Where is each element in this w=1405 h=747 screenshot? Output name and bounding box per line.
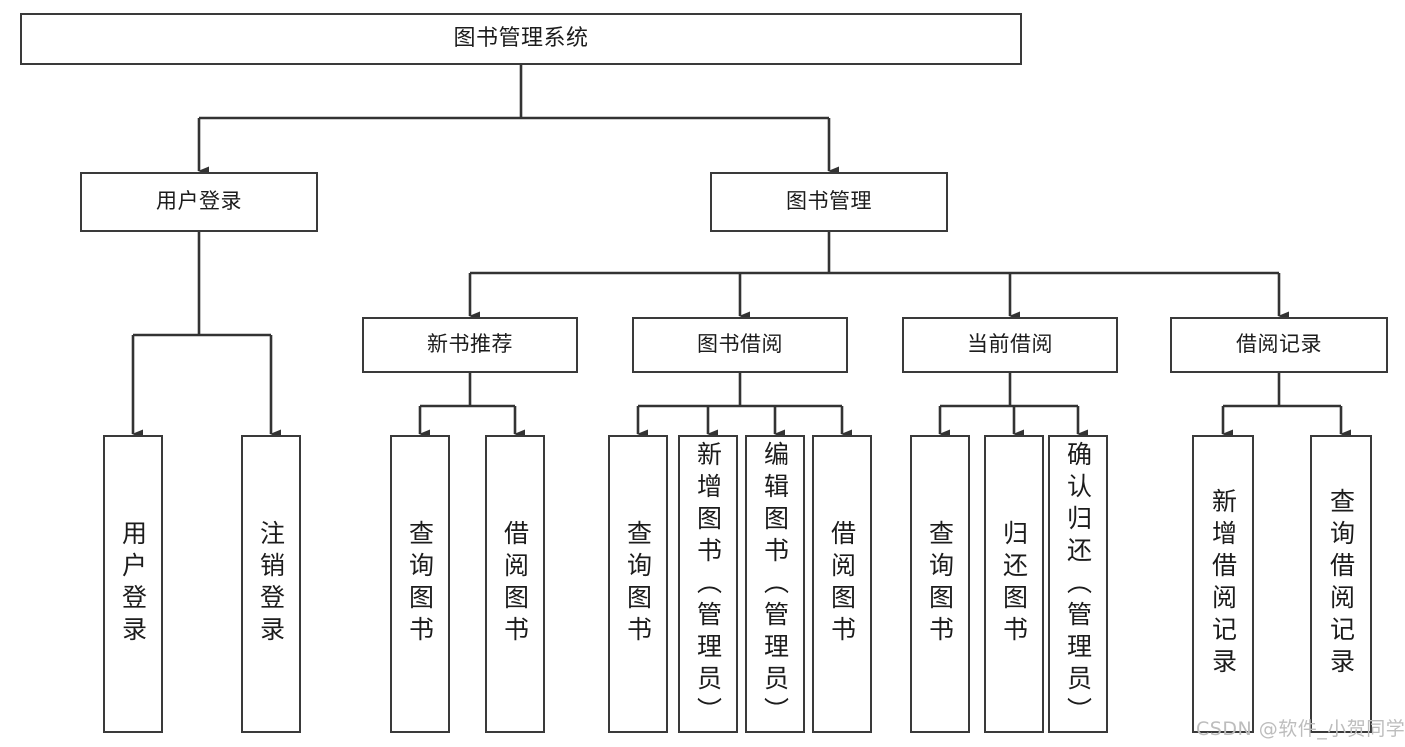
node-label: 查询借阅记录: [1326, 488, 1356, 680]
node-label: 用户登录: [118, 520, 148, 648]
node-book-manage: 图书管理: [710, 172, 948, 232]
node-leaf-add-record: 新增借阅记录: [1192, 435, 1254, 733]
node-borrow-record: 借阅记录: [1170, 317, 1388, 373]
node-label: 注销登录: [256, 520, 286, 648]
node-leaf-edit-book: 编辑图书（管理员）: [745, 435, 805, 733]
node-label: 用户登录: [156, 189, 242, 214]
node-label: 新书推荐: [427, 332, 513, 357]
node-label: 归还图书: [999, 520, 1029, 648]
node-label: 新增借阅记录: [1208, 488, 1238, 680]
node-label: 查询图书: [925, 520, 955, 648]
node-label: 图书借阅: [697, 332, 783, 357]
csdn-watermark: CSDN @软件_小贺同学: [1196, 718, 1405, 740]
node-leaf-query-book-1: 查询图书: [390, 435, 450, 733]
node-leaf-query-book-3: 查询图书: [910, 435, 970, 733]
node-leaf-query-record: 查询借阅记录: [1310, 435, 1372, 733]
node-book-borrow: 图书借阅: [632, 317, 848, 373]
node-user-login: 用户登录: [80, 172, 318, 232]
node-label: 图书管理系统: [453, 25, 589, 51]
node-label: 借阅图书: [500, 520, 530, 648]
node-label: 查询图书: [405, 520, 435, 648]
node-label: 确认归还（管理员）: [1063, 441, 1093, 729]
node-root: 图书管理系统: [20, 13, 1022, 65]
node-leaf-query-book-2: 查询图书: [608, 435, 668, 733]
node-leaf-borrow-book-2: 借阅图书: [812, 435, 872, 733]
node-label: 图书管理: [786, 189, 872, 214]
node-label: 编辑图书（管理员）: [760, 441, 790, 729]
node-label: 借阅图书: [827, 520, 857, 648]
node-label: 新增图书（管理员）: [693, 441, 723, 729]
node-leaf-return-book: 归还图书: [984, 435, 1044, 733]
node-label: 当前借阅: [967, 332, 1053, 357]
node-leaf-user-login: 用户登录: [103, 435, 163, 733]
node-leaf-borrow-book-1: 借阅图书: [485, 435, 545, 733]
node-label: 借阅记录: [1236, 332, 1322, 357]
node-new-book-rec: 新书推荐: [362, 317, 578, 373]
node-label: 查询图书: [623, 520, 653, 648]
node-leaf-logout: 注销登录: [241, 435, 301, 733]
node-current-borrow: 当前借阅: [902, 317, 1118, 373]
node-leaf-confirm-return: 确认归还（管理员）: [1048, 435, 1108, 733]
node-leaf-add-book: 新增图书（管理员）: [678, 435, 738, 733]
